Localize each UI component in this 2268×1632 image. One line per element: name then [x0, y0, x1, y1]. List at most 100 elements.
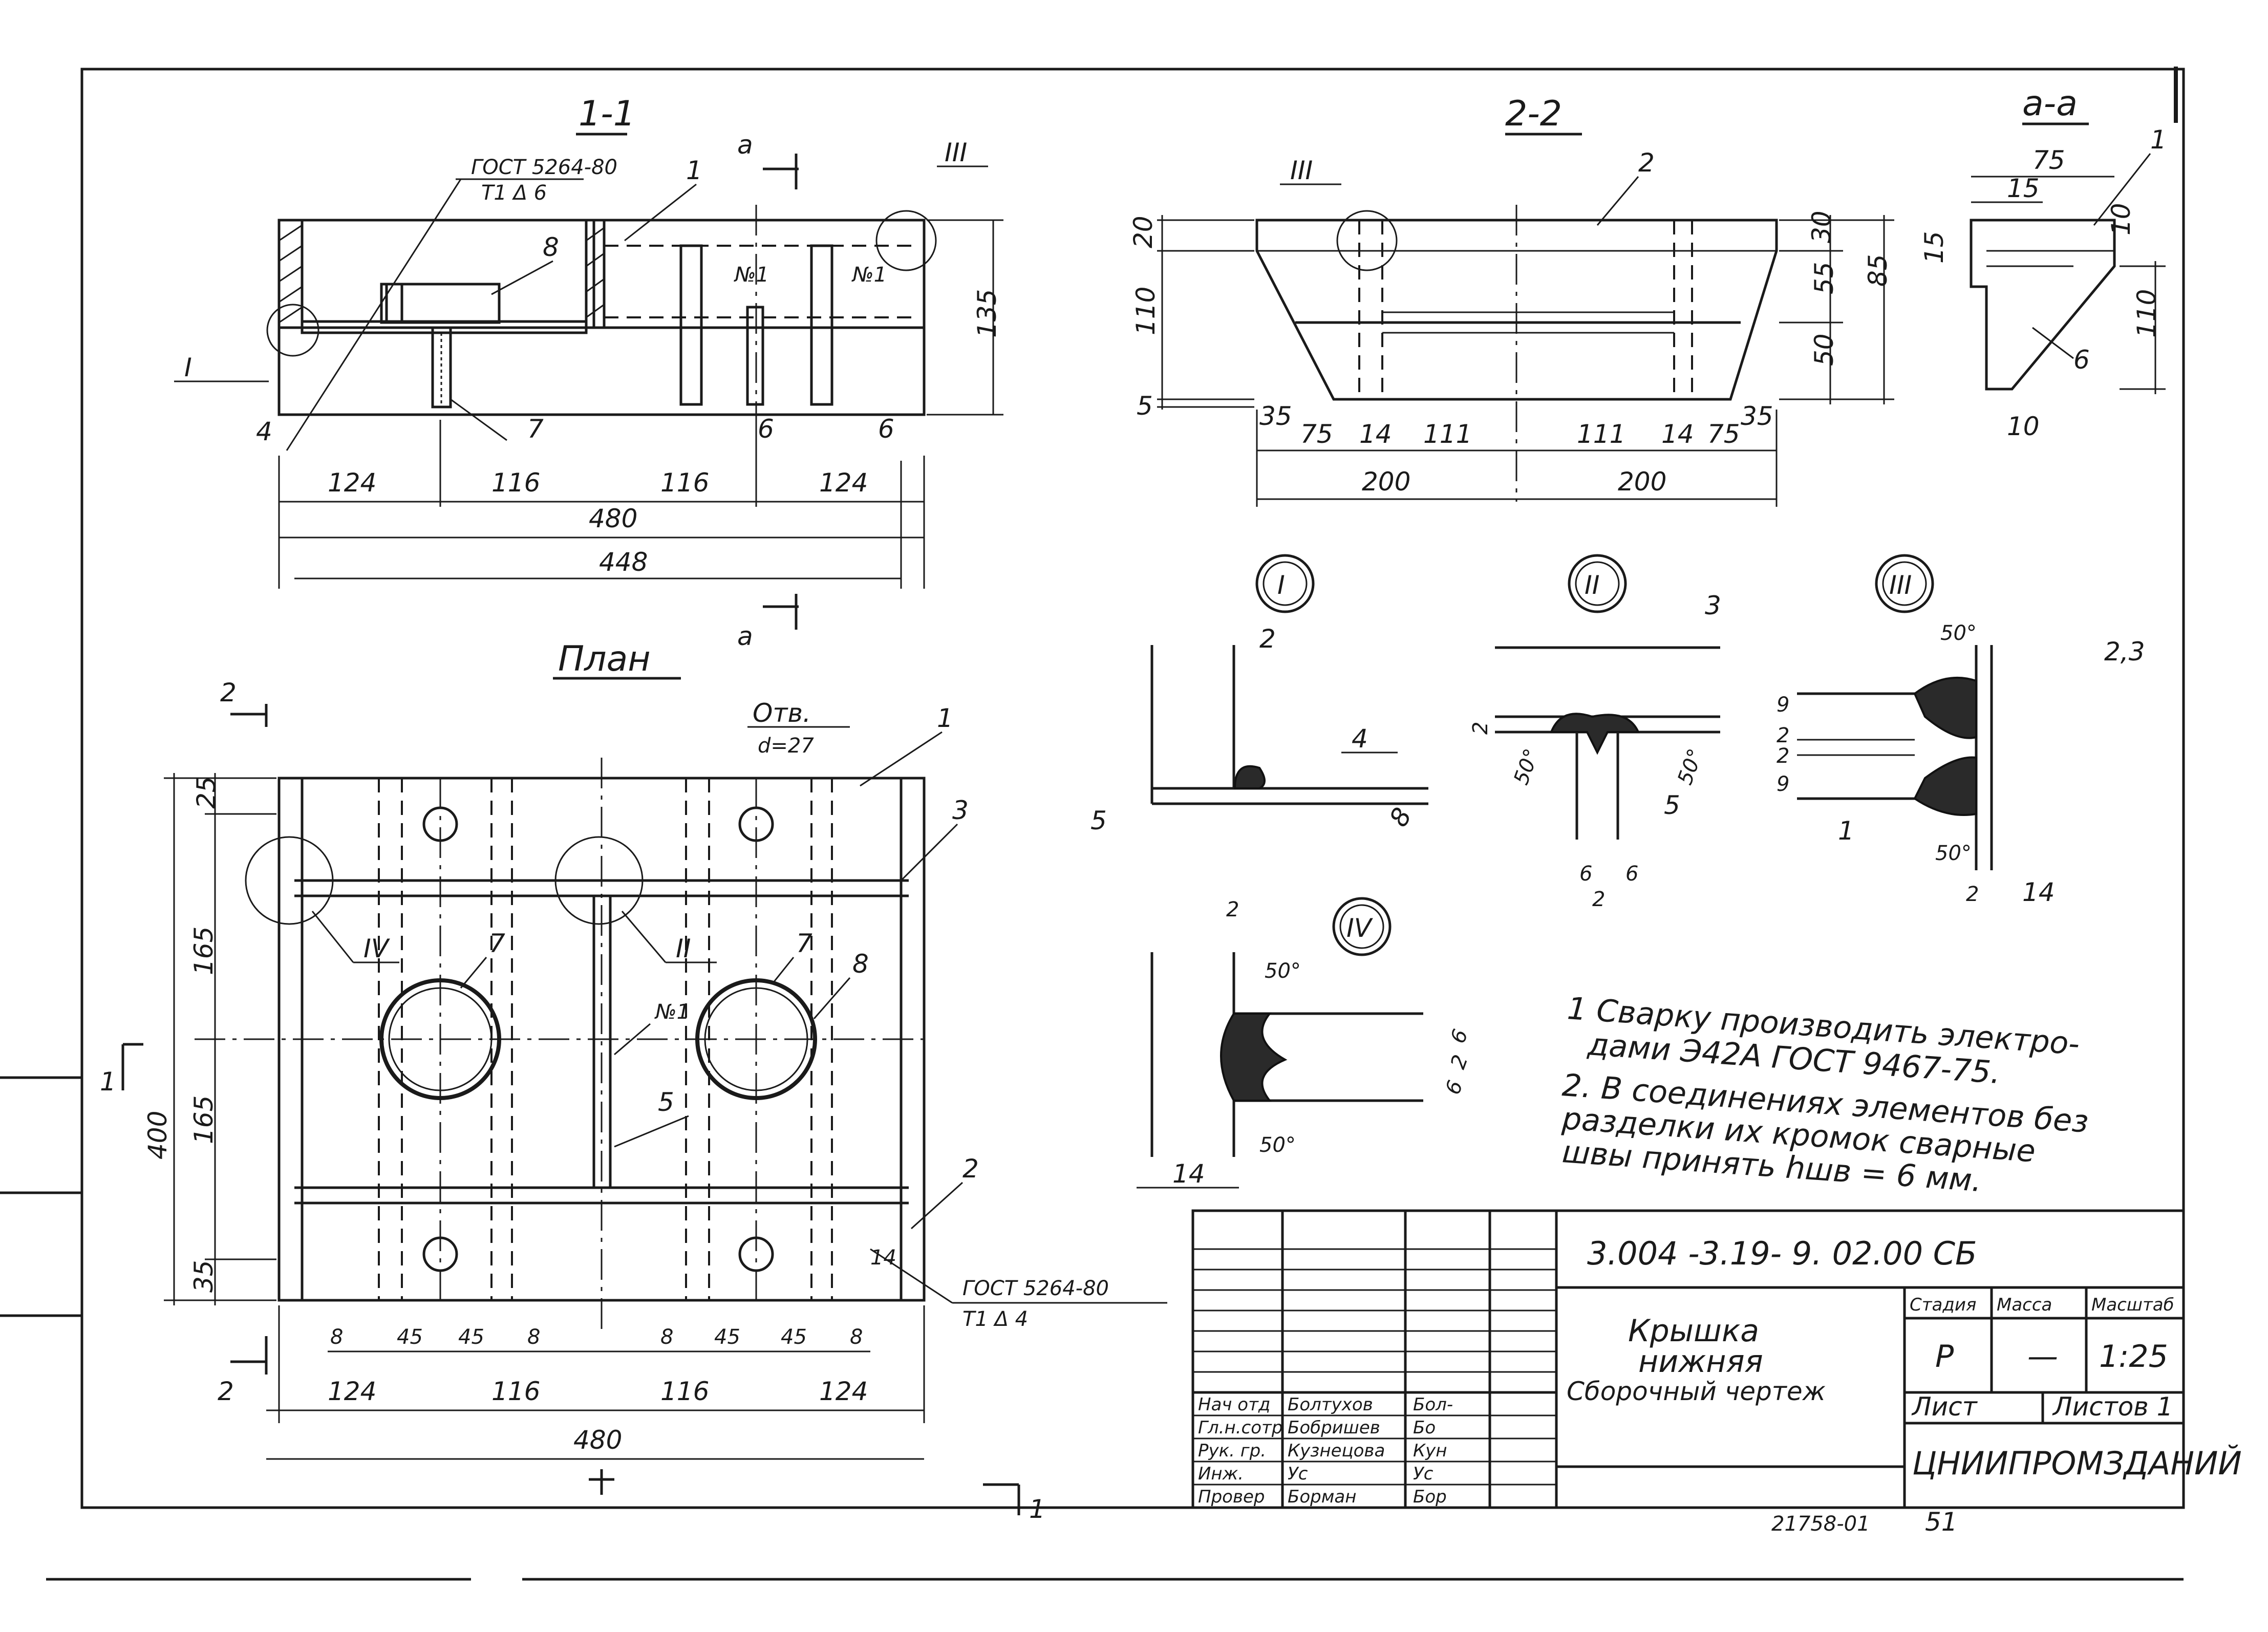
saa-dim-110: 110 — [2132, 289, 2162, 338]
plan-dim-14: 14 — [870, 1246, 896, 1270]
s11-dim-448: 448 — [599, 547, 648, 577]
plan-arrow-2-top: 2 — [220, 678, 237, 707]
plan-callout-II: II — [676, 934, 691, 963]
section-1-1: 1-1 — [174, 94, 1003, 651]
s22-part2: 2 — [1638, 148, 1655, 178]
detail-II-a50b: 50° — [1673, 746, 1707, 788]
tb-sheets: Листов 1 — [2052, 1392, 2173, 1422]
plan-arrow-2-bottom: 2 — [218, 1377, 234, 1406]
tb-name-2: Кузнецова — [1288, 1441, 1385, 1461]
s22-dim-20: 20 — [1128, 216, 1158, 248]
detail-III-d9a: 9 — [1777, 693, 1789, 717]
tb-name-3: Ус — [1288, 1464, 1308, 1484]
plan-dim-116b: 116 — [660, 1377, 709, 1406]
tb-name3: Сборочный чертеж — [1567, 1377, 1826, 1406]
s22-callout-III: III — [1290, 156, 1313, 185]
s22-dim-200b: 200 — [1618, 467, 1666, 497]
plan-part3: 3 — [952, 796, 969, 825]
pipe-left — [379, 978, 501, 1100]
tb-sheet: Лист — [1911, 1392, 1978, 1422]
plan-holes-d: d=27 — [758, 734, 814, 758]
section-a-a-title: а-а — [2022, 83, 2078, 124]
tb-name1: Крышка — [1628, 1313, 1759, 1349]
tb-name-1: Бобришев — [1288, 1418, 1380, 1438]
plan-part7a: 7 — [489, 929, 505, 958]
s11-dim-124b: 124 — [819, 468, 868, 498]
plan-part8: 8 — [852, 949, 869, 979]
s22-dim-55: 55 — [1809, 262, 1839, 294]
plan-dim-400: 400 — [143, 1111, 173, 1159]
detail-I-label: I — [1277, 570, 1285, 600]
detail-III-d2b: 2 — [1777, 744, 1789, 768]
gost-label-top-sub: Т1 Δ 6 — [481, 181, 547, 205]
plan-dim-124b: 124 — [819, 1377, 868, 1406]
detail-III: III 2,3 1 50° 50° 9 2 2 9 2 14 — [1777, 554, 2145, 907]
hole — [738, 1236, 774, 1272]
plan-dim-165b: 165 — [189, 1096, 219, 1144]
tb-role-0: Нач отд — [1198, 1394, 1270, 1415]
s22-dim-14b: 14 — [1661, 419, 1694, 449]
s22-dim-35b: 35 — [1741, 401, 1773, 431]
hole — [422, 1236, 458, 1272]
plan-dim-480: 480 — [573, 1425, 622, 1455]
plan-arrow-1-bottom: 1 — [1029, 1494, 1045, 1524]
plan-view: План — [100, 639, 1167, 1524]
saa-dim-15b: 15 — [1919, 231, 1949, 264]
section-1-1-title: 1-1 — [579, 94, 635, 134]
s11-part7: 7 — [527, 414, 544, 444]
plan-dim-8c: 8 — [660, 1325, 673, 1349]
tb-sign-0: Бол- — [1413, 1394, 1453, 1415]
detail-IV-label: IV — [1346, 913, 1374, 943]
plan-dim-45b: 45 — [458, 1325, 484, 1349]
plan-part2: 2 — [962, 1154, 979, 1184]
plan-dim-8d: 8 — [850, 1325, 863, 1349]
detail-IV: IV 50° 50° 2 6 2 6 14 — [1137, 897, 1473, 1189]
detail-I-dim8: 8 — [1383, 803, 1417, 832]
saa-dim-10a: 10 — [2106, 203, 2136, 235]
detail-III-label: III — [1889, 570, 1912, 600]
gost-label-bottom: ГОСТ 5264-80 — [962, 1277, 1109, 1300]
detail-IV-d2: 2 — [1226, 898, 1239, 921]
detail-I-part4: 4 — [1352, 724, 1368, 754]
s22-dim-30: 30 — [1807, 210, 1836, 243]
section-a-a: а-а 75 15 1 15 10 110 6 10 — [1919, 83, 2167, 441]
detail-I-part2: 2 — [1259, 624, 1276, 654]
hole — [422, 806, 458, 842]
gost-label-top: ГОСТ 5264-80 — [471, 156, 617, 179]
s11-part1: 1 — [686, 156, 702, 185]
tb-sign-4: Бор — [1413, 1487, 1447, 1507]
s11-dim-116b: 116 — [660, 468, 709, 498]
plan-holes-label: Отв. — [753, 698, 811, 728]
plan-stiffeners — [378, 758, 833, 1331]
s22-dim-75a: 75 — [1300, 419, 1333, 449]
tb-code: 3.004 -3.19- 9. 02.00 СБ — [1587, 1235, 1977, 1272]
section-2-2: 2-2 III 2 20 110 5 30 55 50 8 — [1128, 94, 1894, 507]
tb-sign-2: Кун — [1413, 1441, 1447, 1461]
detail-III-d14: 14 — [2022, 877, 2055, 907]
detail-III-d2a: 2 — [1777, 724, 1789, 747]
plan-dim-116a: 116 — [491, 1377, 540, 1406]
s11-arrow-a-bottom: а — [737, 621, 753, 651]
detail-II: II 3 5 50° 50° 2 6 6 2 — [1469, 554, 1721, 911]
s22-dim-14a: 14 — [1359, 419, 1392, 449]
tb-role-1: Гл.н.сотр — [1198, 1418, 1282, 1438]
detail-III-a50a: 50° — [1940, 621, 1977, 645]
plan-part5: 5 — [658, 1087, 674, 1117]
plan-dim-25: 25 — [191, 776, 221, 809]
s22-dim-200a: 200 — [1362, 467, 1410, 497]
tb-h-scale: Масштаб — [2091, 1295, 2174, 1315]
tb-h-stage: Стадия — [1910, 1295, 1976, 1315]
s11-dim-124a: 124 — [328, 468, 376, 498]
s11-arrow-a-top: а — [737, 130, 753, 160]
tb-role-4: Провер — [1198, 1487, 1265, 1507]
detail-III-part1: 1 — [1838, 816, 1854, 846]
plan-part7b: 7 — [796, 929, 812, 958]
plan-dim-45c: 45 — [714, 1325, 740, 1349]
plan-dim-165a: 165 — [189, 927, 219, 975]
s11-dim-480: 480 — [589, 504, 637, 533]
tb-h-mass: Масса — [1997, 1295, 2052, 1315]
pipe-right — [695, 978, 817, 1100]
detail-IV-a50a: 50° — [1265, 959, 1301, 983]
s11-callout-I: I — [184, 353, 192, 382]
detail-I-dim5: 5 — [1090, 806, 1107, 835]
